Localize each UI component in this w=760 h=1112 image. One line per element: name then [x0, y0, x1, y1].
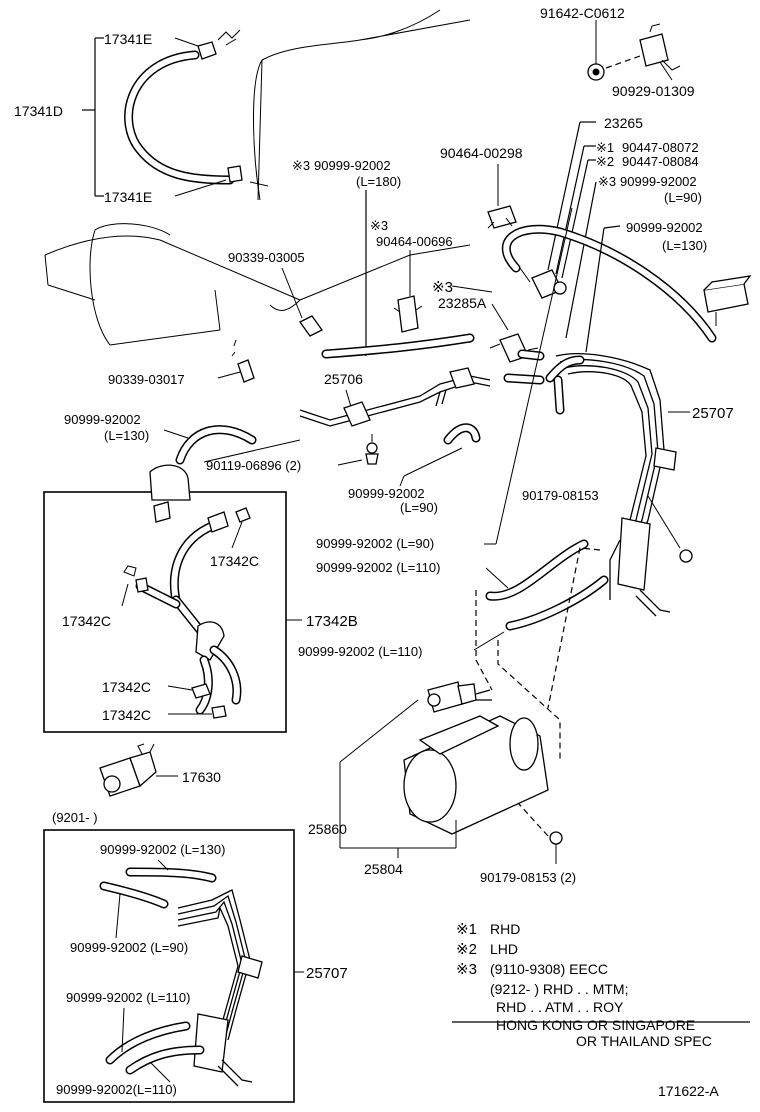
label-hose-L90-mid-len: (L=90): [400, 500, 438, 515]
label-17341E-bottom: 17341E: [104, 189, 152, 205]
note1-mark: ※1: [456, 921, 477, 938]
box-17342B: [43, 491, 287, 733]
plug-90339-03005: [299, 315, 323, 337]
label-17630: 17630: [182, 769, 221, 785]
clip-90464-00696: [393, 250, 423, 333]
label-hose-L180-len: (L=180): [356, 174, 401, 189]
label-90447-08072-mark: ※1: [596, 140, 614, 155]
sensor-17630: [99, 743, 157, 797]
vsv-23265: [519, 121, 596, 299]
label-25706: 25706: [324, 371, 363, 387]
label-box2-hose-L110b: 90999-92002(L=110): [56, 1082, 177, 1097]
label-90179-08153-bottom: 90179-08153 (2): [480, 870, 576, 885]
label-90447-08072: 90447-08072: [622, 140, 699, 155]
label-90464-00696: 90464-00696: [376, 234, 453, 249]
label-17342C-2: 17342C: [62, 613, 111, 629]
note3-mark: ※3: [456, 961, 477, 978]
label-hose-L130-top: 90999-92002: [626, 220, 703, 235]
pipe-25707-lower: [99, 867, 263, 1087]
hose-L90-mid: [443, 423, 481, 445]
note7-text: OR THAILAND SPEC: [576, 1033, 712, 1049]
bracket-top-right: [587, 20, 681, 81]
nut-90179-bottom: [549, 831, 563, 845]
label-hose-L130-top-len: (L=130): [662, 238, 707, 253]
label-17342C-3: 17342C: [102, 679, 151, 695]
label-hose-L110-b: 90999-92002 (L=110): [298, 644, 422, 659]
label-90447-08084-mark: ※2: [596, 154, 614, 169]
label-90464-00696-mark: ※3: [370, 218, 388, 233]
note5-text: RHD . . ATM . . ROY: [496, 999, 624, 1015]
hose-17342-assy: [123, 464, 251, 719]
label-25804: 25804: [364, 861, 403, 877]
label-17342B: 17342B: [306, 613, 358, 630]
label-90119-06896: 90119-06896 (2): [206, 458, 301, 473]
label-hose-L90-mid: 90999-92002: [348, 486, 425, 501]
label-hose-L90-top-len: (L=90): [664, 190, 702, 205]
label-mark3: ※3: [432, 279, 453, 296]
hose-L180: [321, 333, 475, 359]
label-23265: 23265: [604, 115, 643, 131]
label-90929-01309: 90929-01309: [612, 83, 695, 99]
dashed-connections: [469, 547, 601, 837]
label-90179-08153-top: 90179-08153: [522, 488, 599, 503]
plug-90339-03017: [237, 359, 255, 383]
hose-17341-group: [82, 29, 243, 197]
notes-block: ※1 RHD ※2 LHD ※3 (9110-9308) EECC (9212-…: [452, 921, 750, 1049]
figure-code: 171622-A: [658, 1083, 719, 1099]
label-box2-date: (9201- ): [52, 810, 98, 825]
label-25707-upper: 25707: [692, 405, 734, 422]
label-17342C-4: 17342C: [102, 707, 151, 723]
label-25860: 25860: [308, 821, 347, 837]
bolt-90119: [365, 434, 379, 465]
label-23285A: 23285A: [438, 295, 487, 311]
box-25707-lower: [43, 829, 295, 1103]
note6-text: HONG KONG OR SINGAPORE: [496, 1017, 695, 1033]
label-91642-C0612: 91642-C0612: [540, 5, 625, 21]
label-17341D: 17341D: [14, 103, 63, 119]
label-25707-lower: 25707: [306, 965, 348, 982]
pipe-25707-upper: [503, 349, 693, 617]
note1-text: RHD: [490, 921, 520, 937]
pipe-25706: [299, 367, 491, 427]
label-90447-08084: 90447-08084: [622, 154, 699, 169]
note3-text: (9110-9308) EECC: [490, 961, 608, 977]
label-box2-hose-L90: 90999-92002 (L=90): [70, 940, 188, 955]
label-box2-hose-L110a: 90999-92002 (L=110): [66, 990, 190, 1005]
note2-mark: ※2: [456, 941, 477, 958]
label-90464-00298: 90464-00298: [440, 145, 523, 161]
engine-outline: [44, 9, 471, 346]
label-90339-03017: 90339-03017: [108, 372, 185, 387]
note2-text: LHD: [490, 941, 518, 957]
label-hose-L130-left-len: (L=130): [104, 428, 149, 443]
clip-90464-00298: [487, 164, 517, 229]
hose-L110-a: [485, 539, 589, 601]
hose-L110-b: [505, 575, 609, 631]
label-90339-03005: 90339-03005: [228, 250, 305, 265]
label-hose-L90-low: 90999-92002 (L=90): [316, 536, 434, 551]
label-hose-L180-mark: ※3: [292, 158, 310, 173]
label-hose-L90-top-mark: ※3: [598, 174, 616, 189]
hose-L130-left: [175, 425, 257, 465]
label-hose-L180: 90999-92002: [314, 158, 391, 173]
note4-text: (9212- ) RHD . . MTM;: [490, 981, 628, 997]
label-hose-L130-left: 90999-92002: [64, 412, 141, 427]
canister-25804: [403, 681, 549, 835]
label-17342C-1: 17342C: [210, 553, 259, 569]
label-hose-L90-top: 90999-92002: [620, 174, 697, 189]
label-17341E-top: 17341E: [104, 31, 152, 47]
label-hose-L110-a: 90999-92002 (L=110): [316, 560, 440, 575]
label-box2-hose-L130: 90999-92002 (L=130): [100, 842, 225, 857]
